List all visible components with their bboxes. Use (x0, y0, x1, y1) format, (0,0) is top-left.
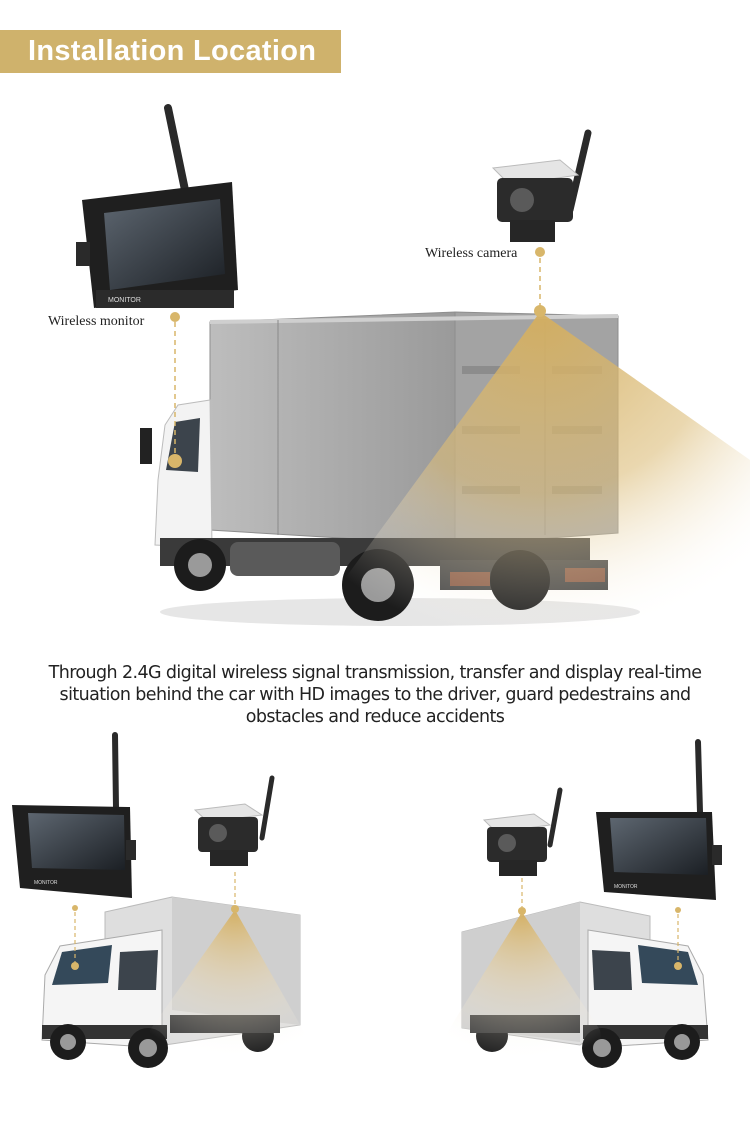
monitor-connector (168, 312, 182, 468)
right-connectors (518, 878, 682, 970)
left-camera-beam (140, 910, 320, 1110)
right-camera-icon (482, 787, 563, 876)
page-title: Installation Location (28, 35, 317, 67)
left-camera-icon (193, 775, 275, 866)
left-monitor-icon: MONITOR (12, 732, 136, 898)
wireless-camera-label: Wireless camera (425, 246, 518, 261)
right-camera-beam (430, 912, 610, 1110)
camera-icon (491, 129, 592, 242)
header-banner (0, 30, 341, 73)
wireless-monitor-label: Wireless monitor (48, 314, 145, 329)
camera-view-beam (300, 312, 750, 640)
description-text: Through 2.4G digital wireless signal tra… (48, 663, 702, 727)
monitor-icon: MONITOR (76, 104, 238, 308)
left-connectors (71, 872, 239, 970)
left-monitor-brand: MONITOR (34, 880, 58, 886)
camera-connector (534, 247, 546, 317)
right-monitor-icon: MONITOR (596, 739, 722, 900)
monitor-brand: MONITOR (108, 297, 141, 304)
right-monitor-brand: MONITOR (614, 884, 638, 890)
